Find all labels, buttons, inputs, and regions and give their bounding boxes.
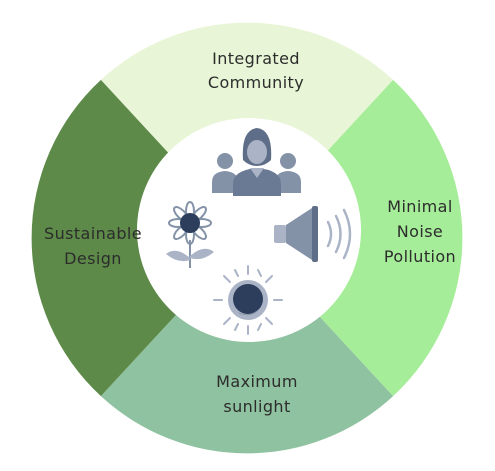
- segment-bottom: [100, 238, 394, 454]
- label-sustainable-design: Sustainable Design: [44, 224, 142, 268]
- label-right-line3: Pollution: [384, 247, 456, 266]
- label-bottom-line2: sunlight: [223, 397, 290, 416]
- label-maximum-sunlight: Maximum sunlight: [216, 372, 298, 416]
- sun-icon: [213, 265, 283, 335]
- label-left-line2: Design: [64, 249, 122, 268]
- label-top-line2: Community: [208, 73, 304, 92]
- label-bottom-line1: Maximum: [216, 372, 298, 391]
- label-top-line1: Integrated: [212, 49, 300, 68]
- sunflower-icon: [166, 201, 214, 268]
- label-right-line2: Noise: [397, 222, 443, 241]
- label-minimal-noise-pollution: Minimal Noise Pollution: [384, 197, 456, 266]
- speaker-icon: [274, 206, 352, 262]
- label-integrated-community: Integrated Community: [208, 49, 304, 92]
- center-circle: [137, 118, 361, 342]
- label-left-line1: Sustainable: [44, 224, 142, 243]
- label-right-line1: Minimal: [387, 197, 452, 216]
- people-group-icon: [212, 128, 301, 196]
